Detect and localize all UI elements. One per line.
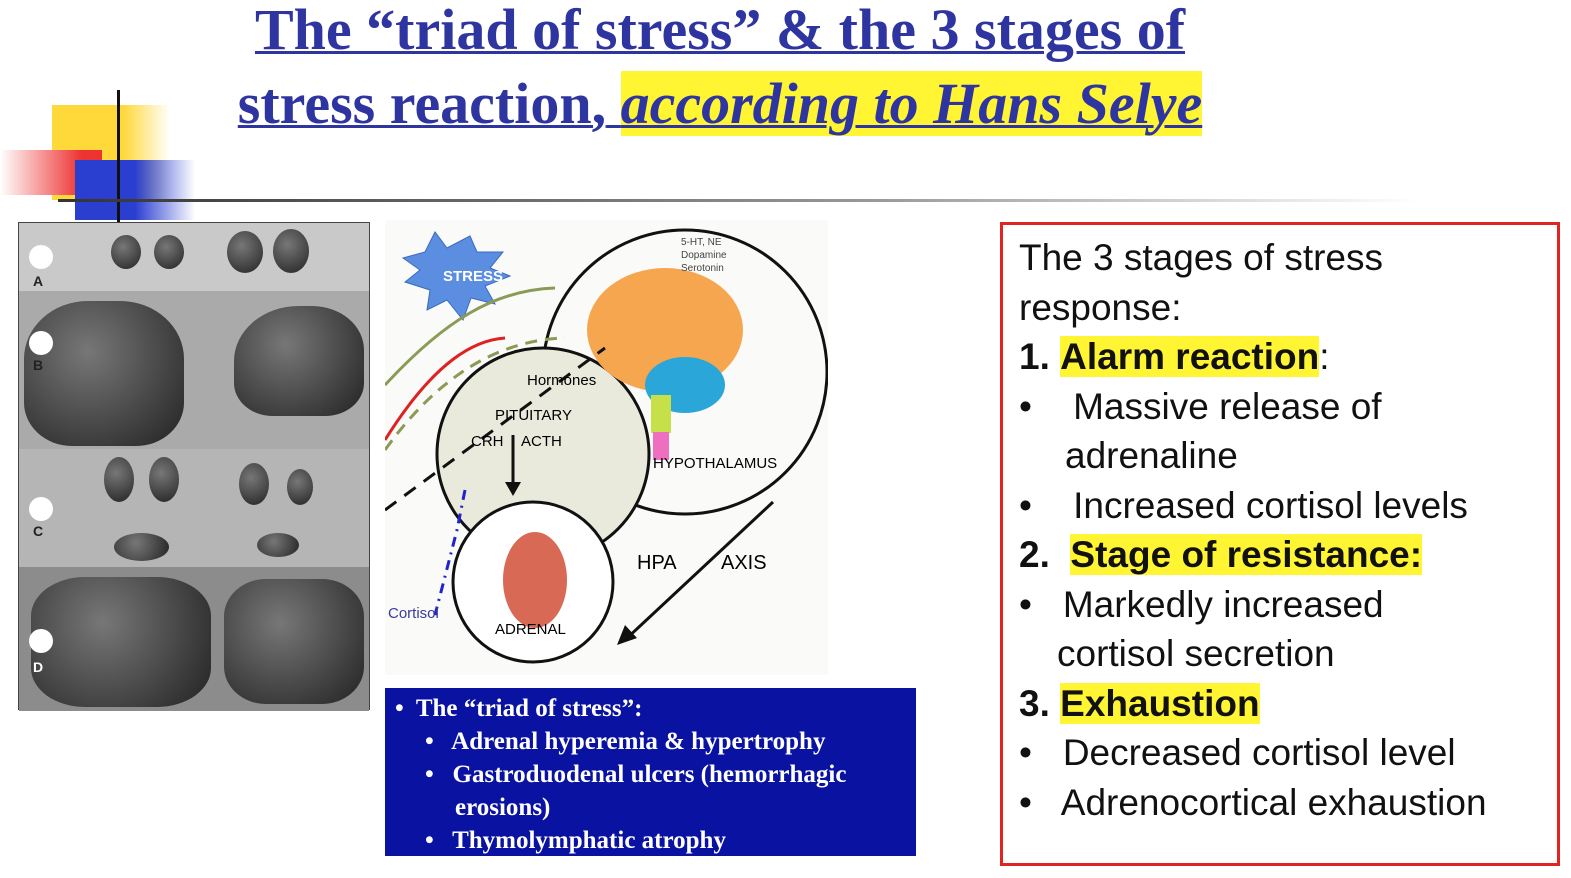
stress-burst-icon	[401, 231, 512, 322]
stage-2-heading: 2. Stage of resistance:	[1019, 534, 1423, 575]
triad-of-stress-box: • The “triad of stress”: • Adrenal hyper…	[385, 688, 916, 856]
slide-title-line2: stress reaction, according to Hans Selye	[0, 70, 1571, 137]
stages-intro: The 3 stages of stress	[1019, 237, 1384, 278]
label-d: D	[33, 659, 44, 675]
hypothalamus-label: HYPOTHALAMUS	[653, 455, 778, 472]
stage-item: • Increased cortisol levels	[1019, 484, 1468, 526]
triad-item-cont: erosions)	[455, 794, 551, 821]
cortisol-label: Cortisol	[388, 605, 439, 622]
axis-label: AXIS	[721, 552, 767, 574]
stress-stages-box: The 3 stages of stress response: 1. Alar…	[1000, 222, 1560, 866]
organ-photo-panel: A B C D	[18, 222, 370, 711]
label-c: C	[33, 523, 44, 539]
decor-vertical-line	[117, 90, 120, 222]
stages-intro: response:	[1019, 286, 1182, 328]
decor-blue-square	[75, 160, 195, 220]
marker-dot	[29, 331, 53, 355]
pituitary-label: PITUITARY	[495, 407, 572, 424]
crh-label: CRH	[471, 433, 504, 450]
hpa-label: HPA	[637, 552, 677, 574]
marker-dot	[29, 497, 53, 521]
kidney-icon	[503, 532, 567, 628]
title-plain: stress reaction,	[237, 71, 607, 136]
stage-item: • Markedly increased	[1019, 583, 1384, 625]
photo-row-c: C	[19, 449, 369, 567]
label-b: B	[33, 357, 44, 373]
stage-item-cont: adrenaline	[1065, 435, 1238, 476]
triad-heading: • The “triad of stress”:	[395, 695, 643, 722]
decor-horizontal-line	[58, 199, 1418, 202]
title-highlight: according to Hans Selye	[620, 71, 1203, 136]
adrenal-label: ADRENAL	[495, 621, 566, 638]
hormones-label: Hormones	[527, 372, 597, 389]
stage-item-cont: cortisol secretion	[1057, 633, 1335, 674]
stress-label: STRESS	[443, 268, 504, 285]
triad-item: • Gastroduodenal ulcers (hemorrhagic	[425, 761, 847, 788]
stage-item: • Massive release of	[1019, 385, 1382, 427]
stage-1-heading: 1. Alarm reaction:	[1019, 336, 1330, 377]
stage-item: • Decreased cortisol level	[1019, 732, 1456, 773]
stage-3-heading: 3. Exhaustion	[1019, 682, 1260, 724]
photo-row-a: A	[19, 223, 369, 291]
label-a: A	[33, 273, 44, 289]
marker-dot	[29, 629, 53, 653]
photo-row-b: B	[19, 291, 369, 449]
triad-item: • Thymolymphatic atrophy	[425, 827, 726, 854]
triad-item: • Adrenal hyperemia & hypertrophy	[425, 728, 826, 755]
marker-dot	[29, 245, 53, 269]
hpa-diagram-graphic	[383, 228, 829, 664]
photo-row-d: D	[19, 567, 369, 711]
stage-item: • Adrenocortical exhaustion	[1019, 781, 1487, 823]
acth-label: ACTH	[521, 433, 562, 450]
slide-title-line1: The “triad of stress” & the 3 stages of	[254, 0, 1186, 62]
